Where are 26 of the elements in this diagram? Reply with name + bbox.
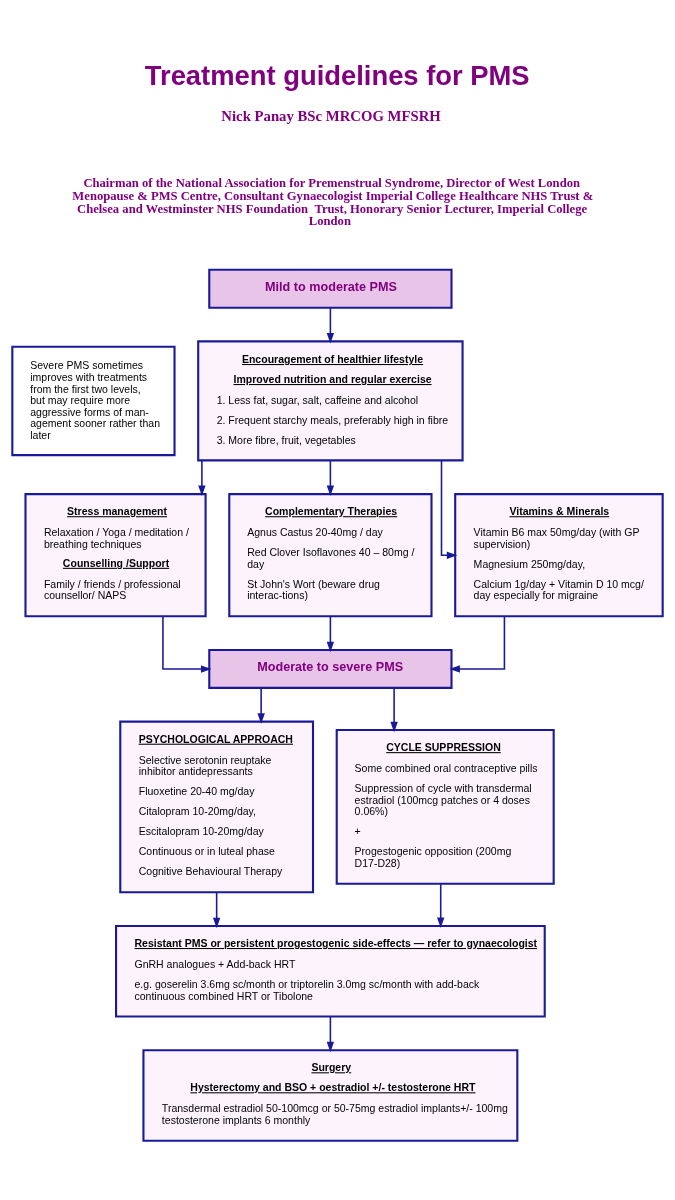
arrow [449,615,506,673]
node-box: Complementary Therapies Agnus Castus 20-40mg / day Red Clover Isoflavones 40 – 80mg / day St John's Wort (beware drug interac-tions) [228,492,433,617]
node-box: Severe PMS sometimes improves with treatments from the first two levels, but may require more aggressive forms of man-agement sooner rather than later [11,345,176,456]
arrow [326,306,335,344]
node-box: Vitamins & Minerals Vitamin B6 max 50mg/day (with GP supervision) Magnesium 250mg/day, Calcium 1g/day + Vitamin D 10 mcg/ day especially for migraine [454,492,664,617]
node-box: Encouragement of healthier lifestyle Improved nutrition and regular exercise 1. Less fat, sugar, salt, caffeine and alcohol 2. Frequent starchy meals, preferably high in fibre 3. More fibre, fruit, vegetables [197,339,464,461]
arrow [440,459,458,559]
node-box: Resistant PMS or persistent progestogenic side-effects — refer to gynaecologist GnRH analogues + Add-back HRT e.g. goserelin 3.6mg sc/month or triptorelin 3.0mg sc/month with add-back continuous combined HRT or Tibolone [115,924,546,1018]
arrow [326,459,335,496]
arrow [162,615,212,673]
arrow [390,686,398,732]
node-box: Surgery Hysterectomy and BSO + oestradiol +/- testosterone HRT Transdermal estradiol 50-100mcg or 50-75mg estradiol implants+/- 100mg testosterone implants 6 monthly [142,1048,519,1142]
arrow [326,615,335,652]
node-box: PSYCHOLOGICAL APPROACH Selective serotonin reuptake inhibitor antidepressants Fluoxetine 20-40 mg/day Citalopram 10-20mg/day, Escitalopram 10-20mg/day Continuous or in luteal phase Cognitive Behavioural Therapy [119,720,315,893]
label: Chairman of the National Association for Premenstrual Syndrome, Director of West London Menopause & PMS Centre, Consultant Gynaecologist Imperial College Healthcare NHS Trust & Chelsea and Westminster NHS Foundation Trust, Honorary Senior Lecturer, Imperial College London [72,175,594,228]
arrow [198,459,206,496]
arrow [212,891,221,928]
node-box: CYCLE SUPPRESSION Some combined oral contraceptive pills Suppression of cycle with transdermal estradiol (100mcg patches or 4 doses 0.06%) + Progestogenic opposition (200mg D17-D28) [335,728,555,885]
arrow [257,686,265,724]
node-box: Stress management Relaxation / Yoga / meditation / breathing techniques Counselling /Support Family / friends / professional counsellor/ NAPS [24,492,207,617]
arrow [326,1015,335,1052]
label: Nick Panay BSc MRCOG MFSRH [221,107,441,124]
diagram-title: Treatment guidelines for PMS [144,59,530,91]
node-box: Mild to moderate PMS [208,268,453,309]
node-box: Moderate to severe PMS [208,648,453,689]
arrow [437,882,445,928]
